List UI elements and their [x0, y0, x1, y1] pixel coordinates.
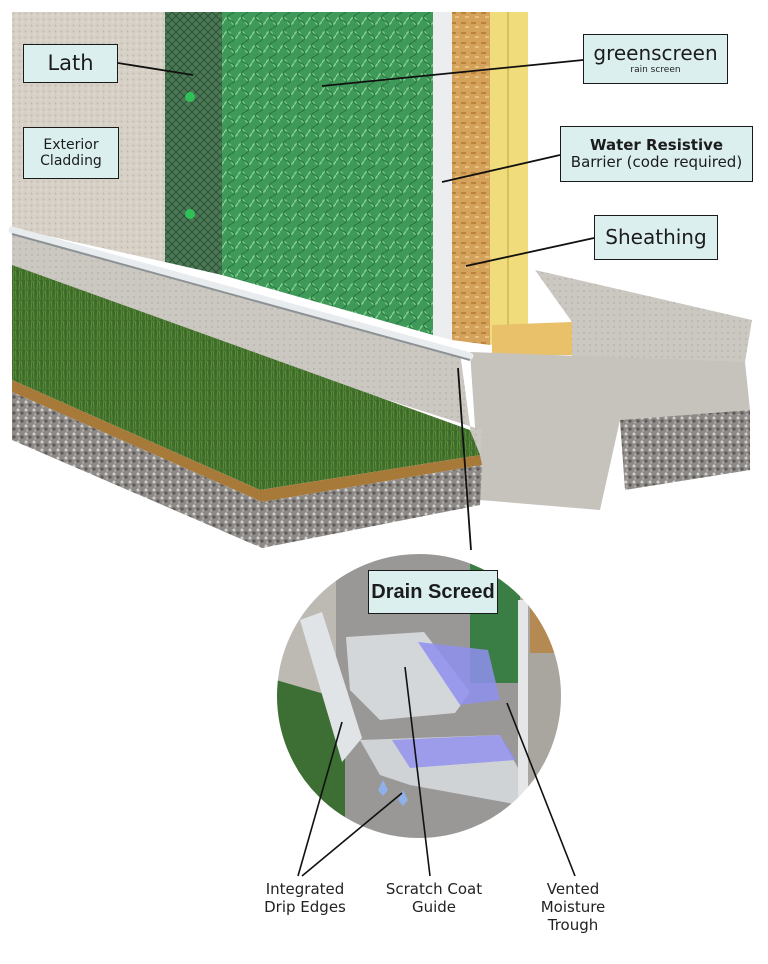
label-wrb-sub: Barrier (code required) — [571, 154, 742, 171]
callout-scratch-text-1: Scratch Coat — [378, 880, 490, 898]
callout-drip-text-2: Drip Edges — [250, 898, 360, 916]
foundation-gravel — [620, 410, 750, 490]
label-exterior-text-2: Cladding — [40, 153, 102, 169]
callout-drip-edges: Integrated Drip Edges — [250, 880, 360, 916]
label-greenscreen-sub: rain screen — [630, 65, 680, 75]
callout-scratch-coat: Scratch Coat Guide — [378, 880, 490, 916]
label-exterior-text-1: Exterior — [43, 137, 98, 153]
callout-scratch-text-2: Guide — [378, 898, 490, 916]
label-drain-screed-text: Drain Screed — [371, 581, 494, 604]
lath-fastener — [185, 209, 195, 219]
label-greenscreen-title: greenscreen — [593, 42, 717, 65]
label-lath-text: Lath — [47, 51, 93, 75]
wrb-layer — [433, 12, 452, 340]
label-exterior-cladding: Exterior Cladding — [23, 127, 119, 179]
label-drain-screed: Drain Screed — [368, 570, 498, 614]
label-sheathing: Sheathing — [594, 215, 718, 260]
greenscreen-layer — [222, 12, 433, 335]
callout-trough-text-1: Vented — [528, 880, 618, 898]
lath-layer — [165, 12, 222, 275]
label-wrb: Water Resistive Barrier (code required) — [560, 126, 753, 182]
label-sheathing-text: Sheathing — [605, 226, 706, 249]
callout-trough-text-2: Moisture — [528, 898, 618, 916]
label-wrb-title: Water Resistive — [590, 137, 723, 154]
lath-fastener — [185, 92, 195, 102]
callout-drip-text-1: Integrated — [250, 880, 360, 898]
label-greenscreen: greenscreen rain screen — [583, 34, 728, 84]
callout-trough-text-3: Trough — [528, 916, 618, 934]
label-lath: Lath — [23, 44, 118, 83]
callout-moisture-trough: Vented Moisture Trough — [528, 880, 618, 934]
sill-plate — [492, 322, 572, 355]
